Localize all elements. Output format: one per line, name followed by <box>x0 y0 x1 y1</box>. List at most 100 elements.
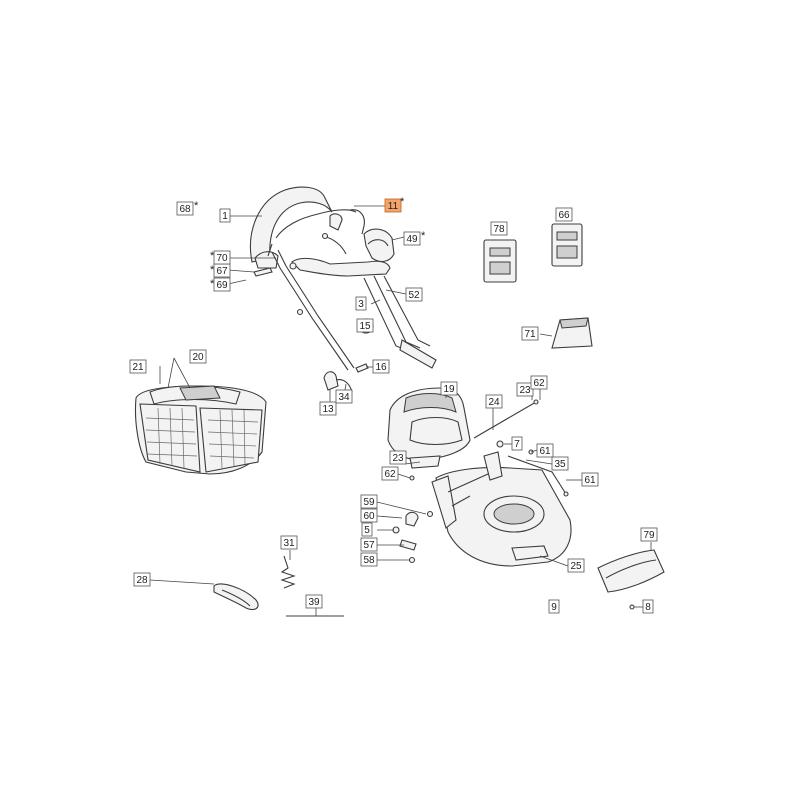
svg-text:8: 8 <box>645 602 651 613</box>
part-label-62-2[interactable]: 62 <box>381 466 399 481</box>
svg-text:52: 52 <box>408 290 420 301</box>
part-label-49[interactable]: 49 <box>403 231 421 246</box>
part-label-7[interactable]: 7 <box>511 436 523 451</box>
svg-text:28: 28 <box>136 575 148 586</box>
part-label-62[interactable]: 62 <box>530 375 548 390</box>
part-label-58[interactable]: 58 <box>360 552 378 567</box>
part-labels: 1357891113151619202123232425283134353949… <box>129 198 658 614</box>
part-label-28[interactable]: 28 <box>133 572 151 587</box>
part-small-screws <box>409 449 635 610</box>
part-label-24[interactable]: 24 <box>485 394 503 409</box>
svg-text:35: 35 <box>554 459 566 470</box>
part-label-23-2[interactable]: 23 <box>389 450 407 465</box>
svg-text:34: 34 <box>338 392 350 403</box>
part-cutting-deck <box>431 451 572 567</box>
svg-text:25: 25 <box>570 561 582 572</box>
part-rear-flap <box>597 549 665 593</box>
svg-text:67: 67 <box>216 266 228 277</box>
part-label-16[interactable]: 16 <box>372 359 390 374</box>
part-label-57[interactable]: 57 <box>360 537 378 552</box>
part-label-70[interactable]: 70 <box>213 250 231 265</box>
part-sticker-66 <box>551 223 583 267</box>
svg-text:58: 58 <box>363 555 375 566</box>
part-front-axle-24 <box>473 399 539 439</box>
part-label-52[interactable]: 52 <box>405 287 423 302</box>
optional-part-asterisk: * <box>194 200 199 212</box>
svg-text:57: 57 <box>363 540 375 551</box>
part-label-35[interactable]: 35 <box>551 456 569 471</box>
svg-text:68: 68 <box>179 204 191 215</box>
part-sticker-78 <box>483 239 517 283</box>
svg-text:62: 62 <box>533 378 545 389</box>
optional-part-asterisk: * <box>210 278 215 290</box>
svg-text:23: 23 <box>392 453 404 464</box>
part-lower-handle <box>321 232 437 369</box>
svg-text:15: 15 <box>359 321 371 332</box>
part-label-15[interactable]: 15 <box>356 318 374 333</box>
svg-text:59: 59 <box>363 497 375 508</box>
svg-text:24: 24 <box>488 397 500 408</box>
part-label-61-2[interactable]: 61 <box>581 472 599 487</box>
svg-text:66: 66 <box>558 210 570 221</box>
part-label-20[interactable]: 20 <box>189 349 207 364</box>
svg-text:69: 69 <box>216 280 228 291</box>
part-label-60[interactable]: 60 <box>360 508 378 523</box>
optional-part-asterisk: * <box>421 230 426 242</box>
svg-text:9: 9 <box>551 602 557 613</box>
part-label-68[interactable]: 68 <box>176 201 194 216</box>
svg-text:16: 16 <box>375 362 387 373</box>
part-rear-axle-35 <box>507 455 569 497</box>
part-label-5[interactable]: 5 <box>361 522 373 537</box>
optional-part-asterisk: * <box>210 250 215 262</box>
part-upper-handle <box>249 186 365 371</box>
part-label-31[interactable]: 31 <box>280 535 298 550</box>
svg-text:60: 60 <box>363 511 375 522</box>
optional-part-asterisk: * <box>210 264 215 276</box>
part-discharge-deflector <box>551 317 593 349</box>
part-label-13[interactable]: 13 <box>319 401 337 416</box>
svg-text:19: 19 <box>443 384 455 395</box>
part-label-79[interactable]: 79 <box>640 527 658 542</box>
svg-text:7: 7 <box>514 439 520 450</box>
svg-text:31: 31 <box>283 538 295 549</box>
svg-text:39: 39 <box>308 597 320 608</box>
part-label-78[interactable]: 78 <box>490 221 508 236</box>
svg-text:62: 62 <box>384 469 396 480</box>
svg-text:70: 70 <box>216 253 228 264</box>
part-label-19[interactable]: 19 <box>440 381 458 396</box>
leader-lines <box>149 205 652 616</box>
part-label-71[interactable]: 71 <box>521 326 539 341</box>
svg-text:20: 20 <box>192 352 204 363</box>
part-lever-13-34 <box>323 363 369 393</box>
part-label-69[interactable]: 69 <box>213 277 231 292</box>
svg-text:78: 78 <box>493 224 505 235</box>
part-label-11[interactable]: 11 <box>384 198 402 213</box>
part-label-25[interactable]: 25 <box>567 558 585 573</box>
svg-text:11: 11 <box>388 201 399 212</box>
optional-part-markers: * * * * * * <box>194 196 426 290</box>
svg-text:61: 61 <box>539 446 551 457</box>
part-label-23[interactable]: 23 <box>516 382 534 397</box>
part-label-39[interactable]: 39 <box>305 594 323 609</box>
part-grass-bag <box>134 385 267 475</box>
part-label-61[interactable]: 61 <box>536 443 554 458</box>
part-label-9[interactable]: 9 <box>548 599 560 614</box>
part-nut-7 <box>496 440 504 448</box>
part-label-3[interactable]: 3 <box>355 296 367 311</box>
svg-text:71: 71 <box>524 329 536 340</box>
part-spring <box>280 555 296 589</box>
svg-text:79: 79 <box>643 530 655 541</box>
part-label-67[interactable]: 67 <box>213 263 231 278</box>
svg-text:23: 23 <box>519 385 531 396</box>
part-label-21[interactable]: 21 <box>129 359 147 374</box>
part-label-66[interactable]: 66 <box>555 207 573 222</box>
part-label-1[interactable]: 1 <box>219 208 231 223</box>
svg-text:49: 49 <box>406 234 418 245</box>
part-label-59[interactable]: 59 <box>360 494 378 509</box>
optional-part-asterisk: * <box>400 196 405 208</box>
part-label-8[interactable]: 8 <box>642 599 654 614</box>
part-label-34[interactable]: 34 <box>335 389 353 404</box>
svg-text:13: 13 <box>322 404 334 415</box>
